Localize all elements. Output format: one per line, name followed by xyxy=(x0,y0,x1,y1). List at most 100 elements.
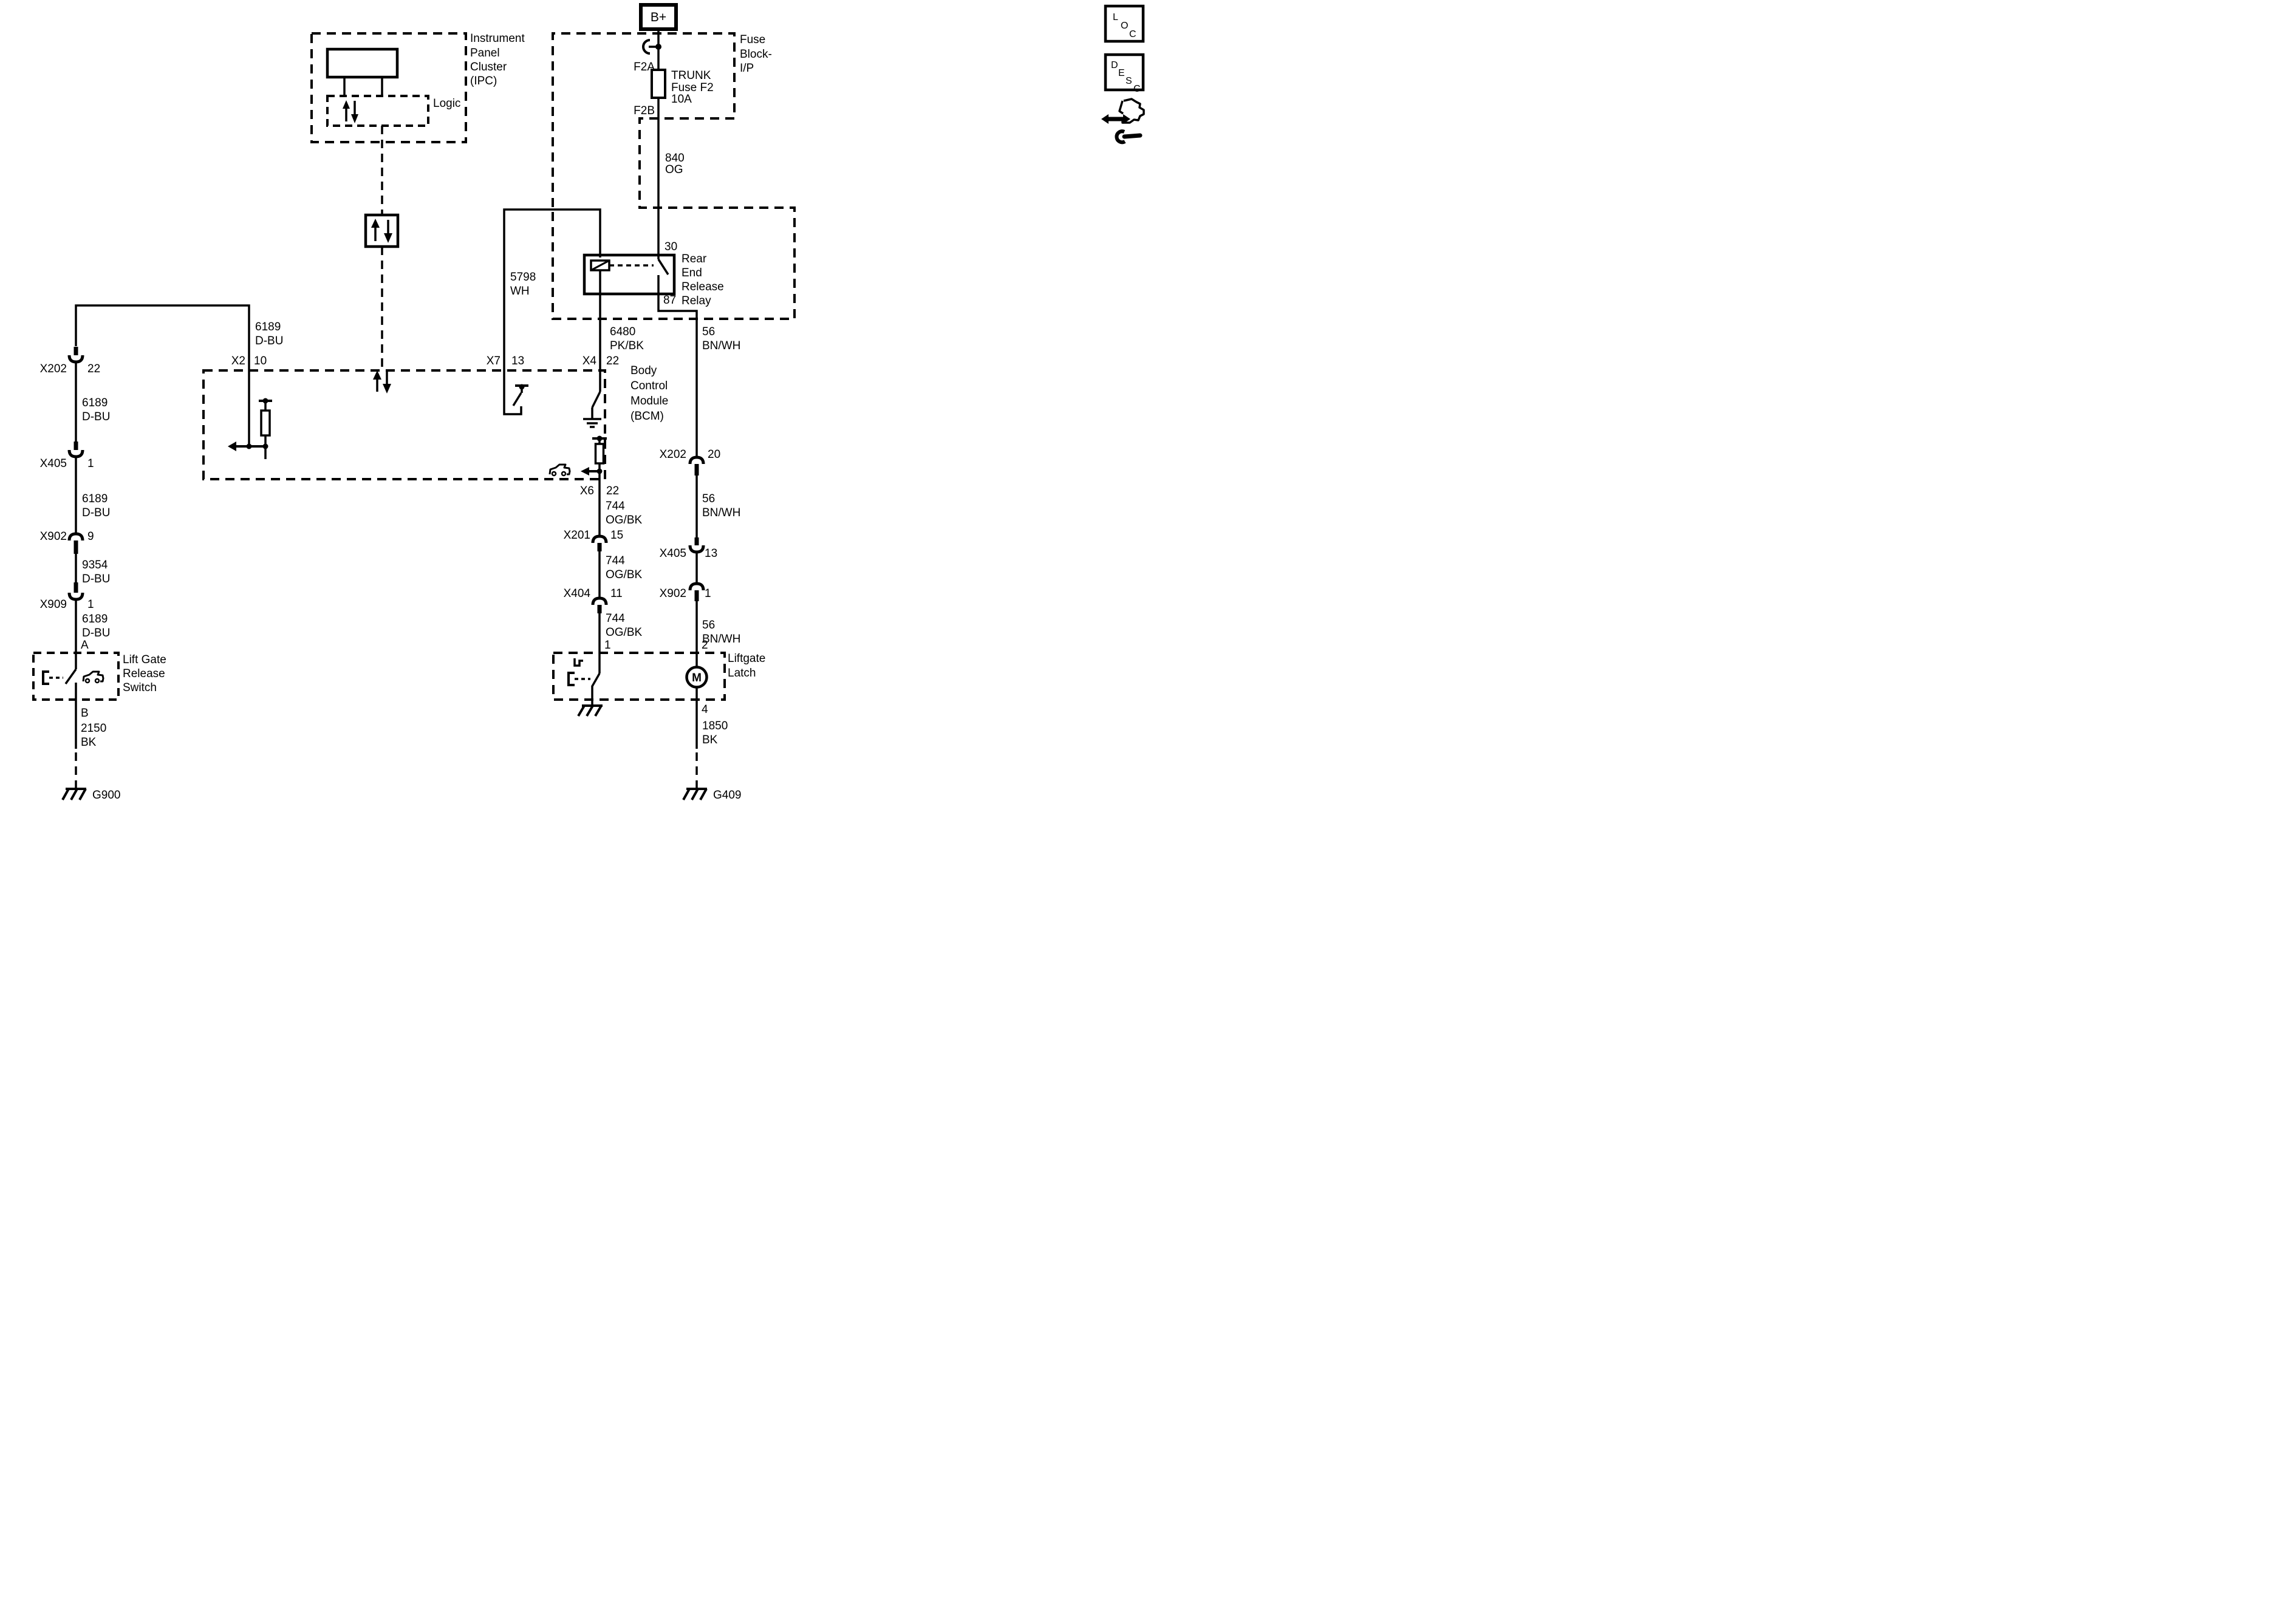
wire-label: 744 xyxy=(606,500,625,513)
connector-pin: 13 xyxy=(705,547,717,560)
wire-label: D-BU xyxy=(82,627,110,639)
resistor-symbol xyxy=(260,409,271,437)
switch-contact-icon xyxy=(567,672,575,686)
wire-label: D-BU xyxy=(82,506,110,519)
latch-striker-icon xyxy=(573,658,583,667)
earth-ground-icon xyxy=(583,418,601,428)
liftgate-latch-box: M Liftgate Latch xyxy=(552,652,765,717)
connector-pin: 20 xyxy=(708,448,720,461)
desc-icon[interactable]: D E S C xyxy=(1104,53,1145,94)
wire-label: 840 xyxy=(665,152,685,165)
wire-label: OG/BK xyxy=(606,514,643,527)
fuse-label: Fuse F2 xyxy=(671,81,714,94)
wire-label: 6189 xyxy=(82,493,108,505)
connector-label: X902 xyxy=(40,530,67,543)
switch-pin-label: B xyxy=(81,707,89,720)
left-ground-path: B 2150 BK G900 xyxy=(61,683,120,802)
connector-label: X909 xyxy=(40,598,67,611)
wire-label: 1850 xyxy=(702,720,728,732)
wire-label: 56 xyxy=(702,326,715,338)
wiring-diagram-page: Instrument Panel Cluster (IPC) Logic B+ … xyxy=(0,0,1148,808)
svg-text:L: L xyxy=(1113,12,1118,22)
wire-label: 6189 xyxy=(82,613,108,626)
bcm-conn-label: X4 xyxy=(583,355,597,367)
rear-end-release-relay: 30 Rear End Release Relay 87 xyxy=(583,240,724,457)
fuse-label: TRUNK xyxy=(671,69,711,82)
inline-connector-x902-right: X902 1 xyxy=(660,582,711,601)
connector-pin: 9 xyxy=(87,530,94,543)
latch-label: Latch xyxy=(728,667,756,680)
middle-branch-wiring: 744 OG/BK X201 15 744 OG/BK X404 11 744 … xyxy=(564,471,643,673)
latch-pin-label: 2 xyxy=(702,639,708,652)
connector-label: X405 xyxy=(660,547,686,560)
bcm-pin-label: 22 xyxy=(606,485,619,497)
ipc-box: Instrument Panel Cluster (IPC) Logic xyxy=(310,32,525,143)
resistor-symbol xyxy=(594,443,605,465)
wire-label: OG xyxy=(665,163,683,176)
inline-connector-x404: X404 11 xyxy=(564,587,623,613)
liftgate-car-icon xyxy=(548,463,571,477)
switch-pin-label: A xyxy=(81,639,89,652)
svg-text:E: E xyxy=(1118,68,1125,78)
double-arrow-icon xyxy=(1101,114,1130,124)
release-switch-label: Lift Gate xyxy=(123,653,166,666)
latch-motor: M xyxy=(685,666,708,689)
ground-label: G900 xyxy=(92,789,120,802)
wire-label: D-BU xyxy=(255,335,283,347)
ground-label: G409 xyxy=(713,789,741,802)
wire-label: 6189 xyxy=(255,321,281,333)
bcm-pin-label: 13 xyxy=(511,355,524,367)
wire-label: 6189 xyxy=(82,397,108,409)
ipc-label: Cluster xyxy=(470,61,507,73)
relay-label: Rear xyxy=(682,253,707,265)
connector-pin: 1 xyxy=(705,587,711,600)
ipc-label: (IPC) xyxy=(470,75,497,87)
wire-label: 2150 xyxy=(81,722,106,735)
wire-label: 5798 xyxy=(510,271,536,284)
wire-label: D-BU xyxy=(82,411,110,423)
bcm-label: (BCM) xyxy=(630,410,664,423)
relay-label: Relay xyxy=(682,295,711,307)
motor-label: M xyxy=(692,672,702,684)
wire-label: BK xyxy=(702,734,718,746)
wire-label: D-BU xyxy=(82,573,110,585)
diagnostic-nav-icon[interactable] xyxy=(1101,98,1145,145)
relay-control-wires: 5798 WH 6480 PK/BK 56 BN/WH xyxy=(503,208,740,370)
wire-label: OG/BK xyxy=(606,568,643,581)
switch-blade-icon xyxy=(64,668,77,685)
latch-pin-label: 4 xyxy=(702,703,708,716)
serial-data-box xyxy=(364,213,400,248)
wire-label: BN/WH xyxy=(702,633,740,646)
chassis-ground-icon xyxy=(577,704,603,717)
bcm-conn-label: X2 xyxy=(231,355,245,367)
bcm-box: Body Control Module (BCM) X2 10 X7 13 X4… xyxy=(202,355,668,497)
liftgate-release-switch-box: Lift Gate Release Switch xyxy=(32,652,166,701)
relay-pin-label: 87 xyxy=(663,294,676,307)
wire-label: 744 xyxy=(606,612,625,625)
logic-label: Logic xyxy=(433,97,460,110)
relay-label: End xyxy=(682,267,702,279)
wire-label: 744 xyxy=(606,554,625,567)
updown-arrows-icon xyxy=(343,100,358,123)
inline-connector-x202-right: X202 20 xyxy=(660,448,720,476)
loc-icon[interactable]: L O C xyxy=(1104,4,1145,43)
connector-label: X202 xyxy=(660,448,686,461)
fuse-pin-label: F2B xyxy=(634,104,655,117)
fuse-block-label: Block- xyxy=(740,48,772,61)
bcm-conn-label: X7 xyxy=(487,355,501,367)
connector-label: X902 xyxy=(660,587,686,600)
wire-label: BN/WH xyxy=(702,506,740,519)
bcm-label: Module xyxy=(630,395,668,407)
relay-contact-icon xyxy=(657,255,669,294)
wiring-diagram: Instrument Panel Cluster (IPC) Logic B+ … xyxy=(32,3,1145,802)
bcm-serial-arrows-icon xyxy=(373,370,391,394)
ipc-label: Panel xyxy=(470,47,500,60)
inline-connector-x201: X201 15 xyxy=(564,529,623,551)
battery-label: B+ xyxy=(651,10,666,24)
connector-label: X202 xyxy=(40,363,67,375)
wire-label: 56 xyxy=(702,493,715,505)
wire-label: 56 xyxy=(702,619,715,632)
connector-label: X405 xyxy=(40,457,67,470)
svg-text:C: C xyxy=(1133,84,1141,94)
inline-connector-x202-left: X202 22 xyxy=(40,347,100,375)
